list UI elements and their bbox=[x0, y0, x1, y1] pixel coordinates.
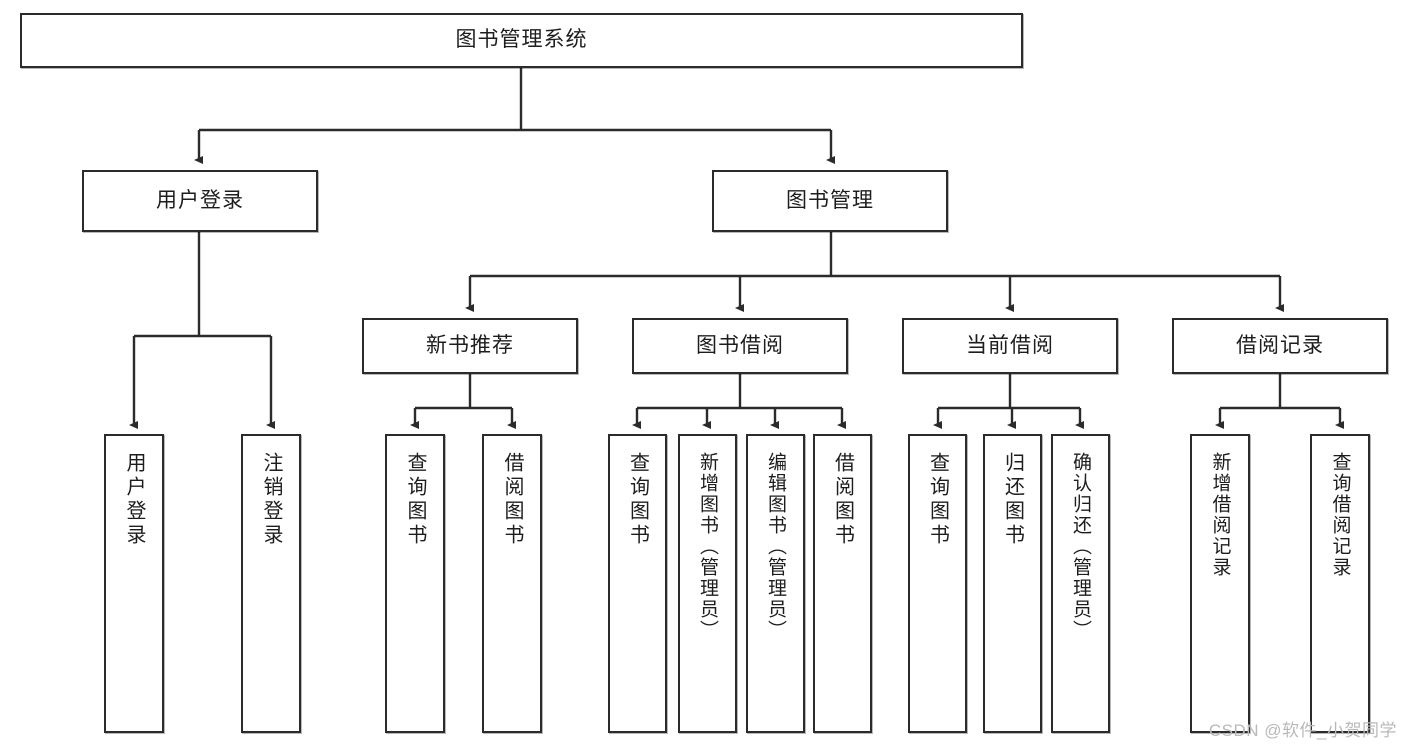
leaf-add-record-label: 新增借阅记录 bbox=[1209, 452, 1231, 578]
leaf-edit-book[interactable]: 编辑图书（管理员） bbox=[746, 434, 805, 733]
node-root[interactable]: 图书管理系统 bbox=[20, 13, 1023, 68]
node-book-borrow-label: 图书借阅 bbox=[696, 333, 784, 357]
leaf-edit-book-label: 编辑图书（管理员） bbox=[765, 452, 786, 641]
leaf-query-book-2-label: 查询图书 bbox=[626, 452, 649, 548]
node-book-borrow[interactable]: 图书借阅 bbox=[632, 318, 848, 374]
leaf-query-book-3[interactable]: 查询图书 bbox=[908, 434, 967, 733]
node-current-borrow-label: 当前借阅 bbox=[966, 333, 1054, 357]
node-root-label: 图书管理系统 bbox=[455, 28, 588, 52]
node-new-book-rec-label: 新书推荐 bbox=[426, 333, 514, 357]
leaf-return-book[interactable]: 归还图书 bbox=[983, 434, 1042, 733]
node-borrow-record[interactable]: 借阅记录 bbox=[1172, 318, 1388, 374]
leaf-logout[interactable]: 注销登录 bbox=[241, 434, 301, 733]
leaf-borrow-book-2[interactable]: 借阅图书 bbox=[813, 434, 872, 733]
node-book-manage-label: 图书管理 bbox=[786, 188, 874, 212]
leaf-borrow-book-2-label: 借阅图书 bbox=[831, 452, 854, 548]
leaf-user-login-label: 用户登录 bbox=[123, 452, 145, 548]
leaf-query-book-1[interactable]: 查询图书 bbox=[385, 434, 445, 733]
node-user-login-label: 用户登录 bbox=[156, 188, 244, 212]
node-borrow-record-label: 借阅记录 bbox=[1236, 333, 1324, 357]
leaf-query-record-label: 查询借阅记录 bbox=[1329, 452, 1351, 578]
leaf-confirm-return[interactable]: 确认归还（管理员） bbox=[1051, 434, 1110, 733]
leaf-return-book-label: 归还图书 bbox=[1001, 452, 1024, 548]
leaf-add-book-label: 新增图书（管理员） bbox=[697, 452, 718, 641]
leaf-add-record[interactable]: 新增借阅记录 bbox=[1190, 434, 1250, 733]
leaf-query-book-3-label: 查询图书 bbox=[926, 452, 949, 548]
node-book-manage[interactable]: 图书管理 bbox=[712, 170, 948, 232]
node-new-book-rec[interactable]: 新书推荐 bbox=[362, 318, 578, 374]
leaf-borrow-book-1[interactable]: 借阅图书 bbox=[482, 434, 542, 733]
leaf-user-login[interactable]: 用户登录 bbox=[104, 434, 164, 733]
leaf-logout-label: 注销登录 bbox=[260, 452, 282, 548]
leaf-query-book-1-label: 查询图书 bbox=[404, 452, 426, 548]
leaf-query-record[interactable]: 查询借阅记录 bbox=[1310, 434, 1370, 733]
leaf-borrow-book-1-label: 借阅图书 bbox=[501, 452, 523, 548]
node-user-login[interactable]: 用户登录 bbox=[82, 170, 318, 232]
node-current-borrow[interactable]: 当前借阅 bbox=[902, 318, 1118, 374]
watermark: CSDN @软件_小贺同学 bbox=[1208, 721, 1397, 740]
leaf-query-book-2[interactable]: 查询图书 bbox=[608, 434, 667, 733]
leaf-confirm-return-label: 确认归还（管理员） bbox=[1070, 452, 1091, 641]
leaf-add-book[interactable]: 新增图书（管理员） bbox=[678, 434, 737, 733]
